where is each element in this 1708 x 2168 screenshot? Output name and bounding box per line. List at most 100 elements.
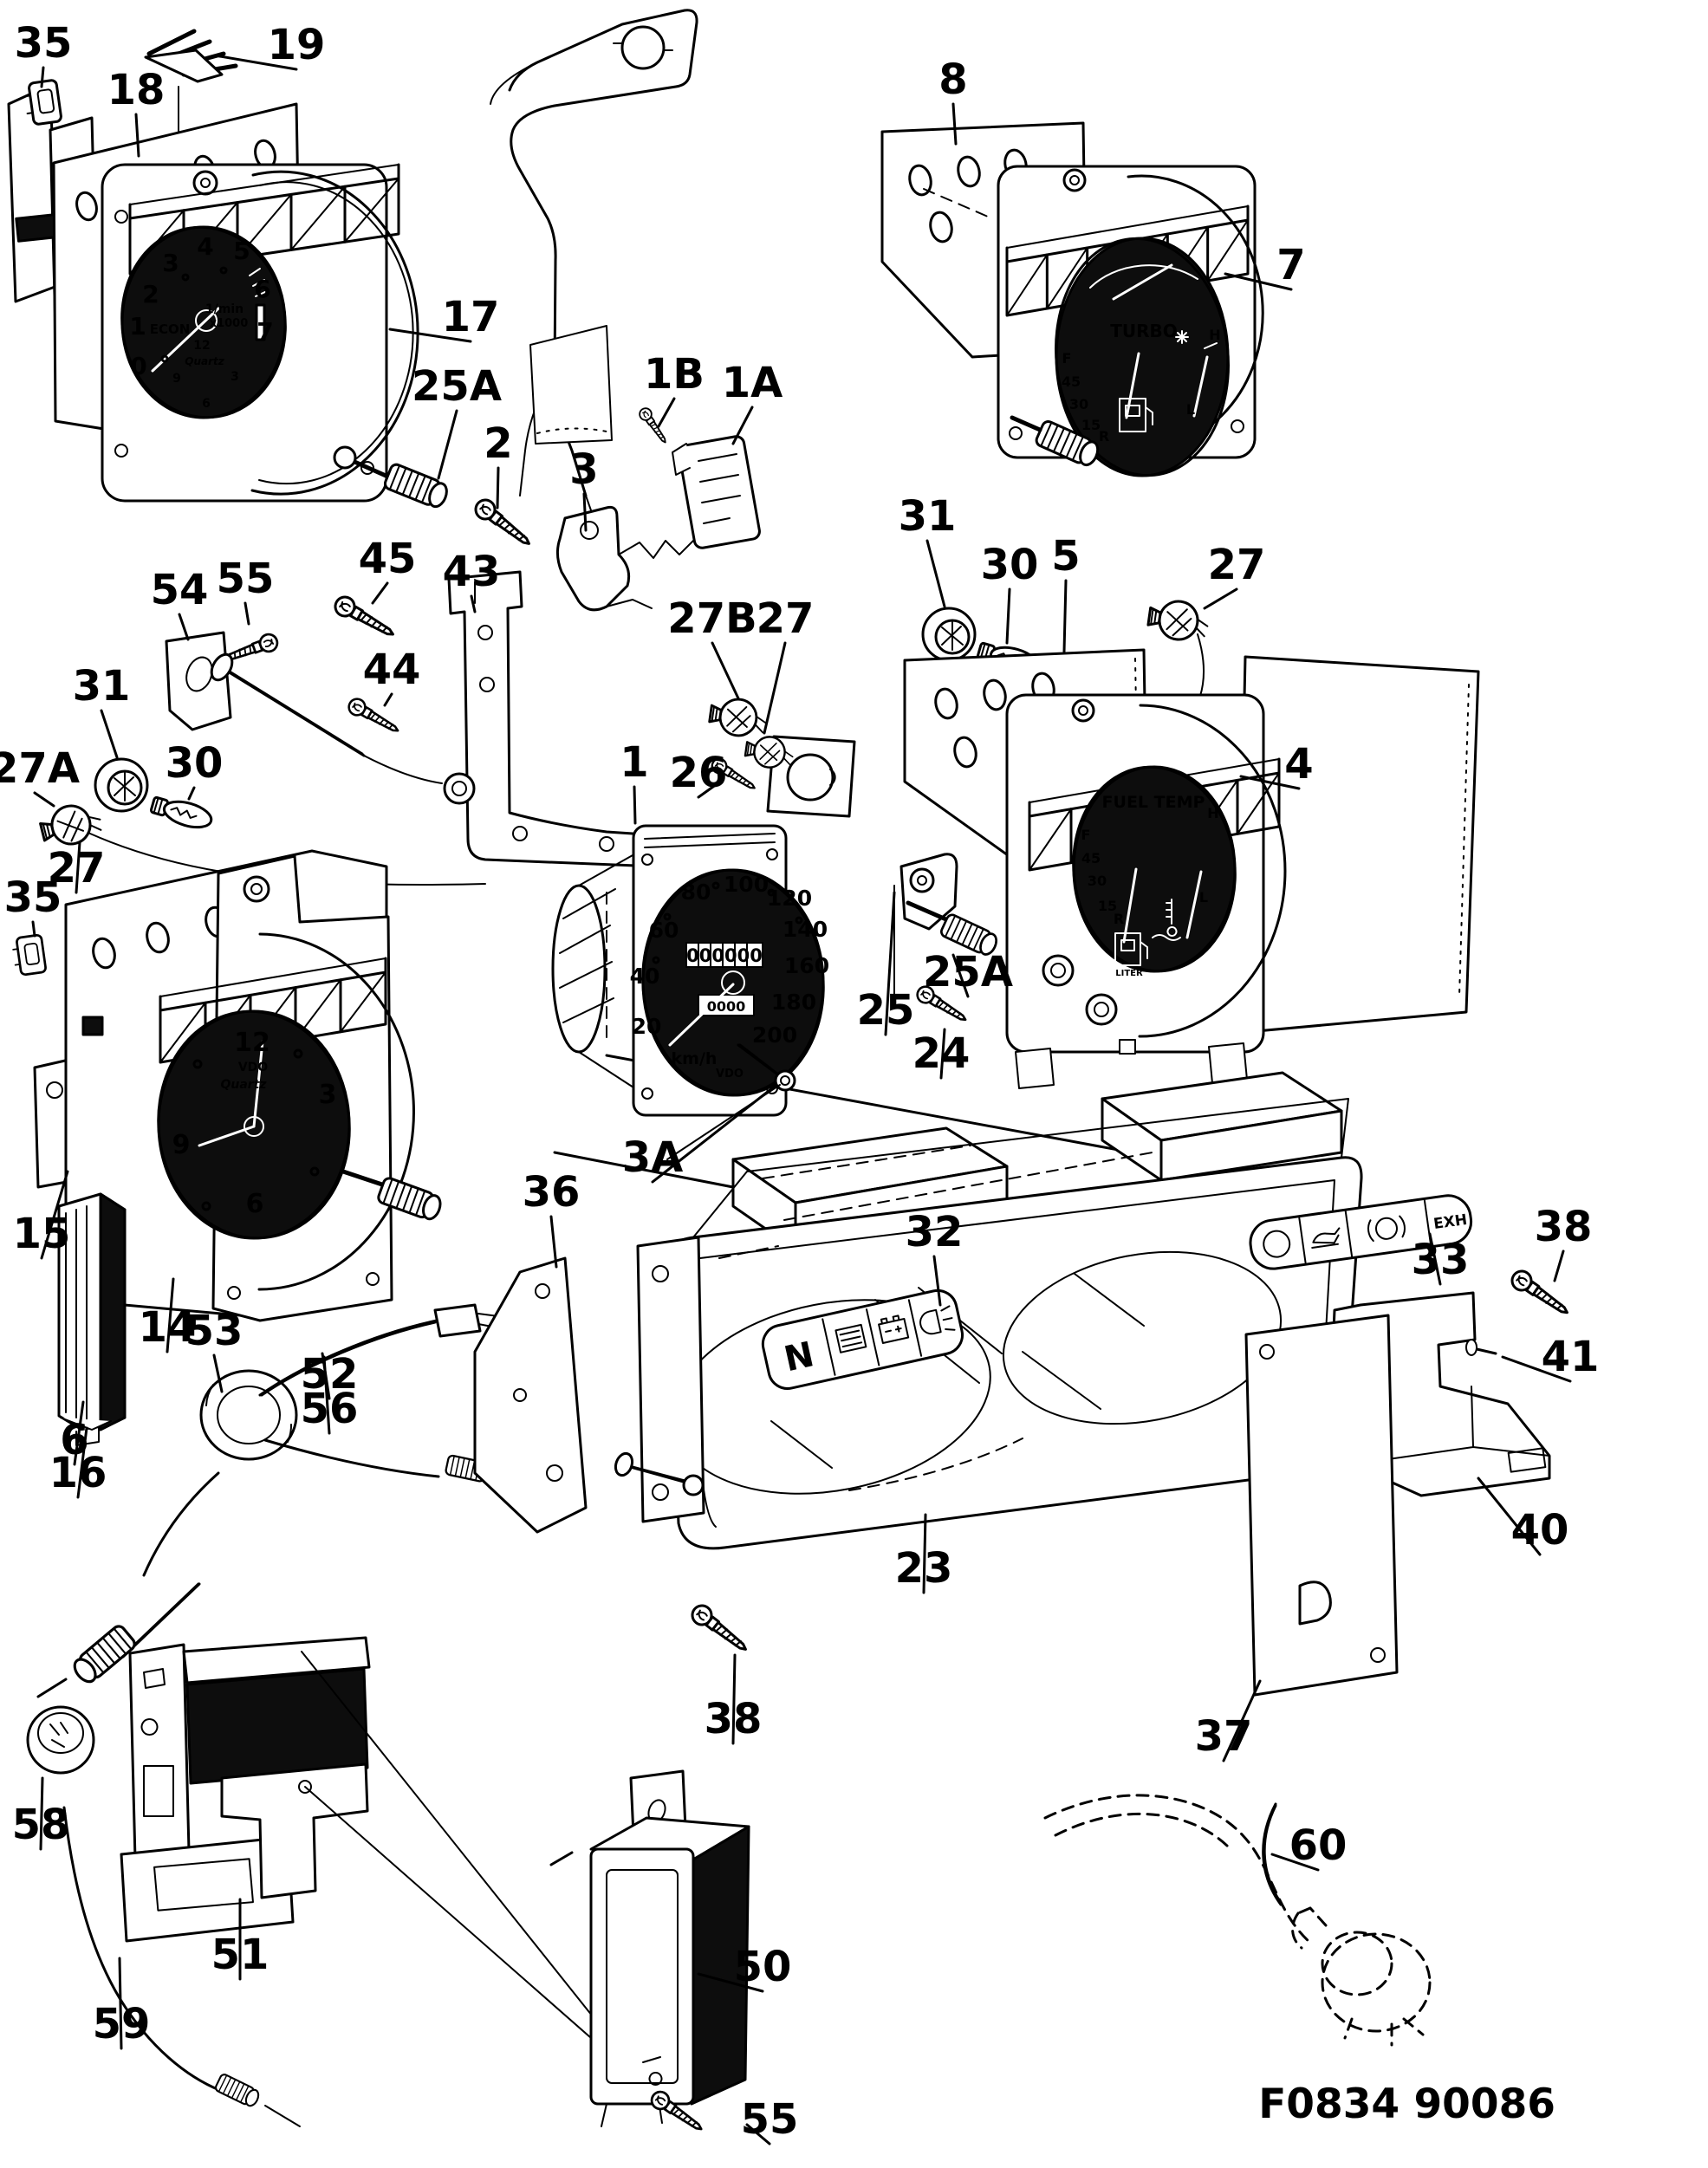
speedo-stem-3A [737,1043,796,1092]
callout-15: 15 [13,1170,70,1260]
callout-38: 38 [1535,1203,1593,1282]
defrost-icon [835,1323,867,1353]
dial-text: 7 [257,317,273,346]
callout-44: 44 [363,646,420,707]
dial-text: 6 [254,275,270,303]
backing-sheet-center [766,735,856,818]
dial-text: ECON [150,321,191,337]
callout-35: 35 [4,873,62,938]
dial-text: 100 [724,872,769,897]
bracket-3 [529,325,696,612]
callout-label: 30 [166,739,224,788]
mount-plate-left [614,1236,705,1523]
callout-27: 27 [48,841,106,894]
callout-label: 27 [757,594,815,643]
reset-stem-25A [333,445,451,512]
callout-label: 50 [734,1943,792,1991]
dial-text: 6 [246,1189,264,1219]
callout-label: 30 [981,541,1039,589]
callout-label: 54 [151,566,209,614]
housing-top-face [692,1098,1349,1238]
callout-label: 31 [73,662,131,711]
bracket-37 [1244,1314,1399,1697]
callout-55: 55 [741,2095,799,2145]
callout-25A: 25A [412,362,502,480]
headlight-icon [919,1305,956,1335]
callout-31: 31 [899,492,956,608]
drawing-number: F0834 90086 [1258,2080,1555,2128]
callout-label: 27A [0,744,80,793]
callout-14: 14 [139,1277,196,1353]
speedo-cable-set [36,1303,529,1698]
dial-text: 200 [752,1022,797,1048]
callout-4: 4 [1239,740,1314,790]
dial-text: 140 [783,917,828,942]
callout-59: 59 [93,1957,150,2050]
callout-41: 41 [1501,1333,1599,1383]
boost-gauge [1055,237,1230,477]
dial-text: R [1114,911,1124,927]
dial-text: 30 [1088,873,1107,889]
callout-label: 38 [705,1695,763,1743]
callout-label: 26 [670,749,728,797]
callout-25A: 25A [923,948,1013,998]
callout-label: 60 [1289,1821,1348,1870]
dial-text: R [1099,428,1109,445]
callout-3A: 3A [622,1083,778,1184]
dial-text: 60 [649,918,679,943]
callout-27B: 27B [667,594,757,700]
bracket-36 [473,1256,588,1534]
callout-label: 23 [895,1544,953,1593]
callout-label: 38 [1535,1203,1593,1251]
clock-gauge [157,1009,351,1240]
callout-label: 55 [217,555,275,603]
callout-35: 35 [15,19,72,88]
callout-7: 7 [1224,241,1306,291]
callout-label: 37 [1195,1712,1253,1761]
dial-text: 30 [1069,396,1088,412]
callout-50: 50 [697,1943,792,1993]
speedometer-gauge [641,868,825,1097]
tachometer-gauge [120,225,287,419]
dial-text: km/h [672,1049,718,1068]
callout-label: 56 [301,1385,359,1433]
dial-text: FUEL TEMP [1102,793,1205,812]
vacuum-hose-60 [1043,1794,1432,2047]
callout-label: 27 [1208,541,1266,589]
callout-label: 55 [741,2095,799,2144]
dial-text: 3 [231,370,239,384]
dial-text: 9 [172,372,181,386]
dial-text: LITER [1115,969,1143,978]
callout-label: 25A [923,948,1013,996]
dial-text: 20 [632,1014,662,1039]
dial-text: L [1186,401,1195,418]
tachometer-cluster [7,29,451,512]
callout-1B: 1B [644,350,705,428]
dial-text: 3 [162,249,179,277]
callout-45: 45 [359,535,417,605]
dial-text: 45 [1062,373,1081,390]
callout-label: 45 [359,535,417,583]
dial-text: 9 [172,1130,191,1160]
dial-text: 80 [681,880,711,905]
dial-text: 000000 [686,945,763,966]
brake-warning-icon [1367,1215,1406,1243]
flex-shaft [210,652,476,805]
callout-label: 27 [48,844,106,893]
callout-8: 8 [938,55,968,146]
callout-36: 36 [523,1168,580,1269]
callout-label: 32 [906,1208,964,1256]
dial-text: 120 [767,886,812,911]
callout-16: 16 [49,1426,107,1499]
cable-59-tip [264,2105,301,2127]
callout-label: 35 [4,873,62,922]
callout-58: 58 [12,1776,69,1851]
dial-text: 6 [202,397,211,411]
dial-text: 15 [1098,898,1117,914]
callout-24: 24 [912,1028,970,1080]
callout-1: 1 [620,738,649,825]
dial-text: Quartz [185,355,224,367]
callout-label: 51 [211,1931,270,1979]
